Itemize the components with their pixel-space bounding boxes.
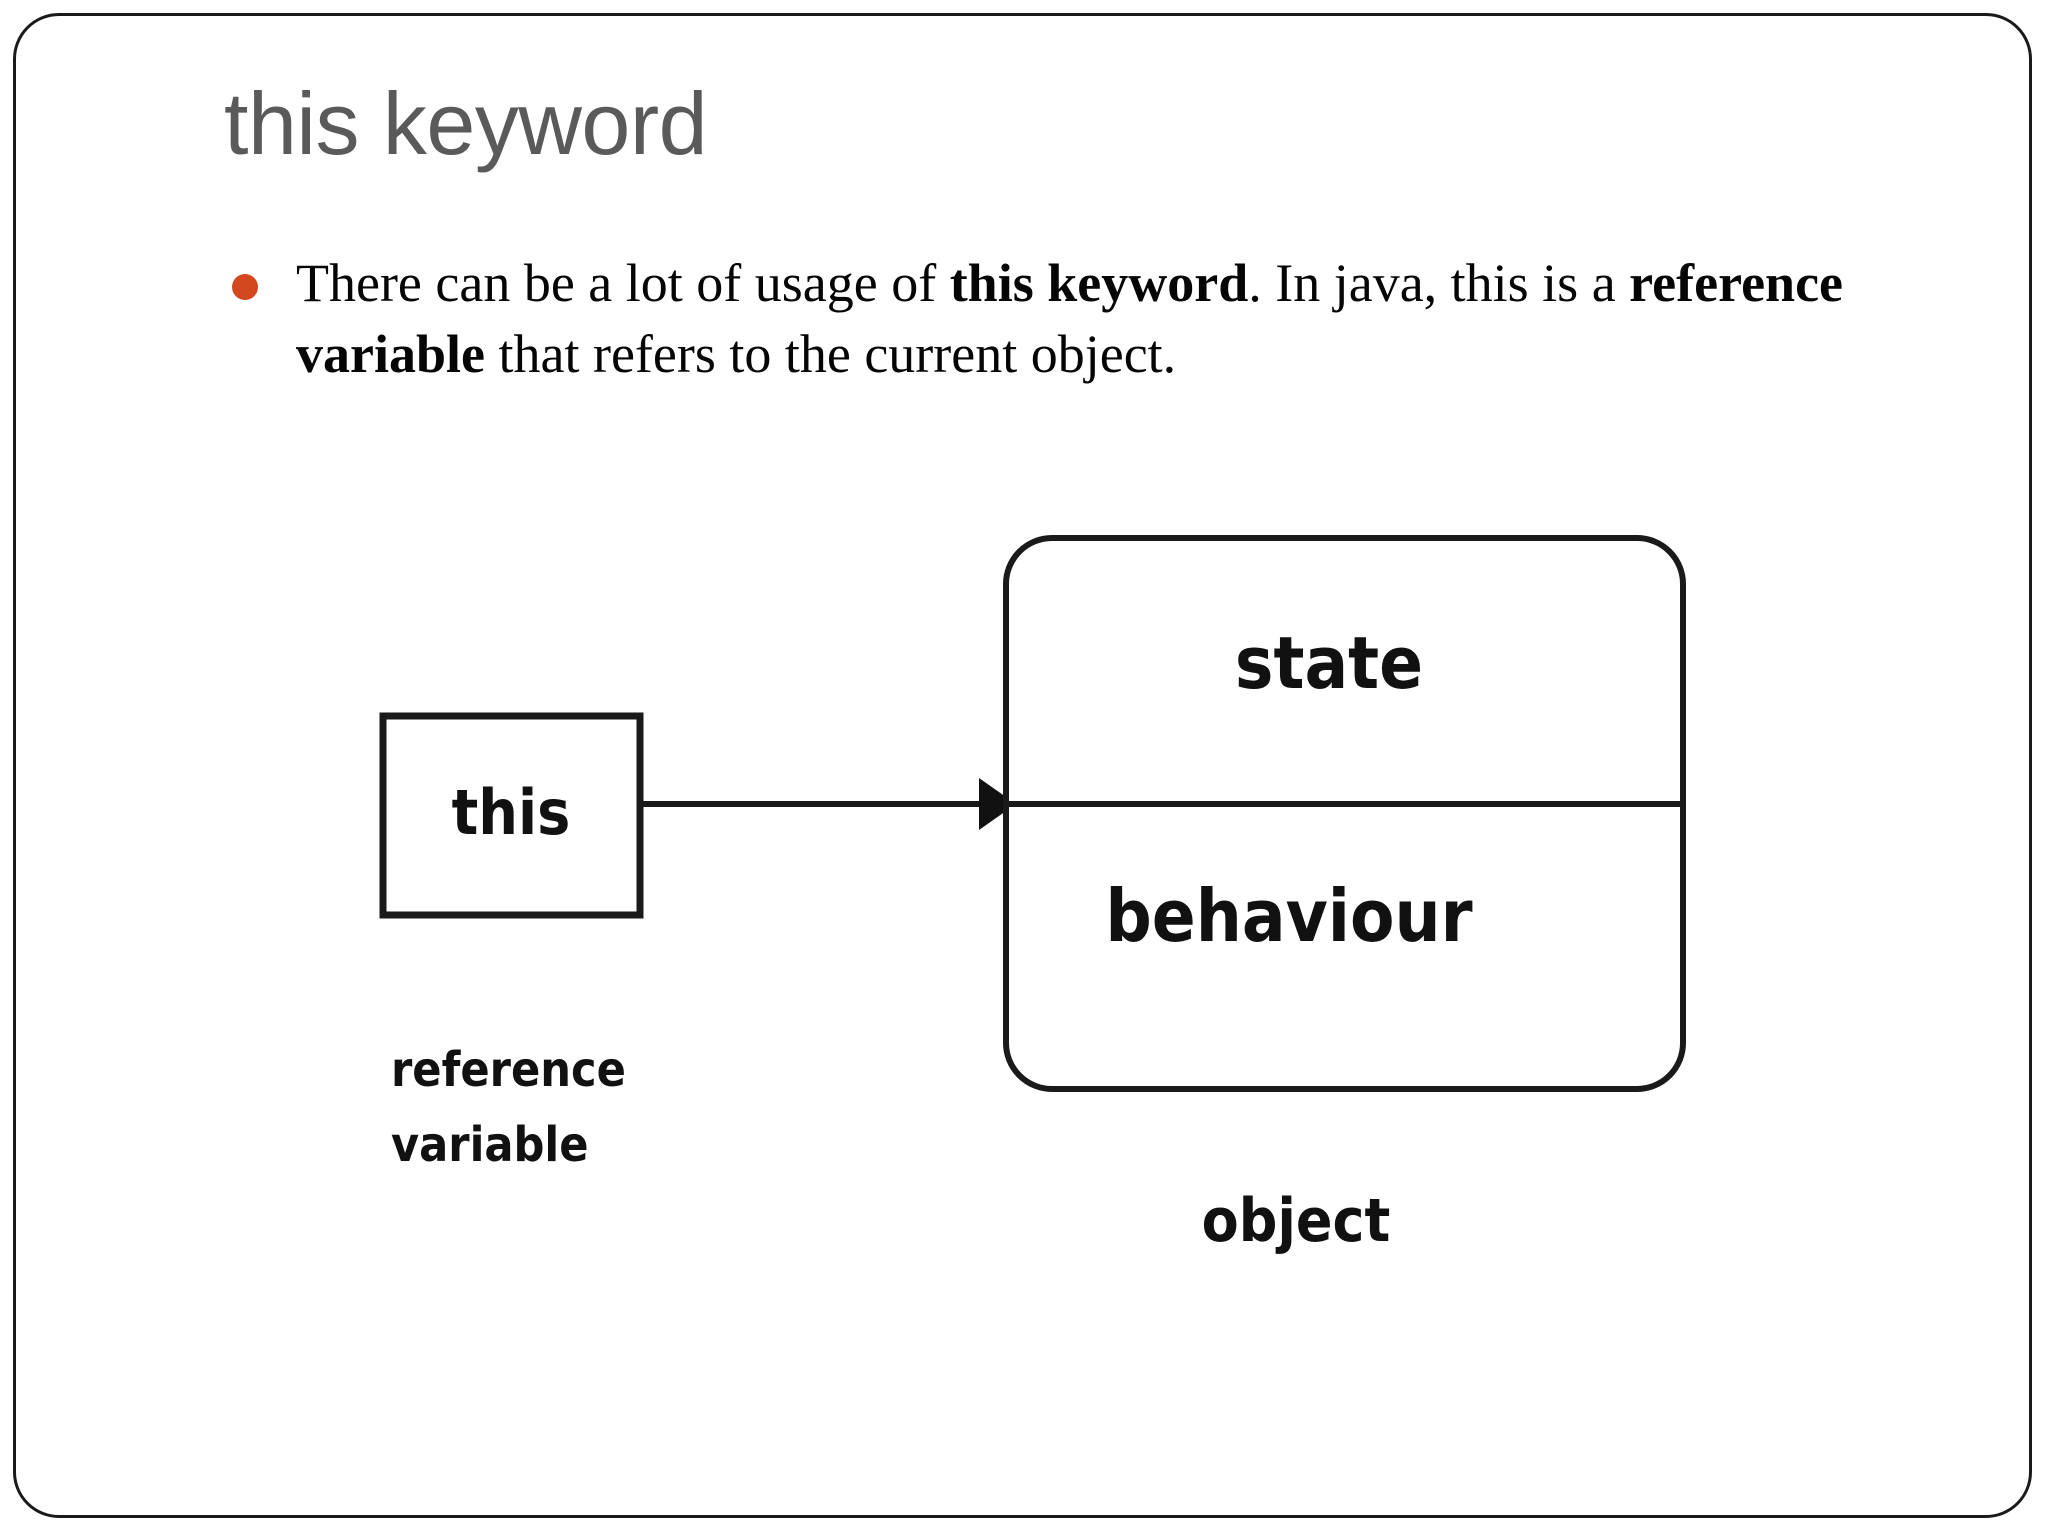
bullet-segment-2-bold: this keyword — [949, 253, 1249, 313]
bullet-text: There can be a lot of usage of this keyw… — [296, 248, 1904, 391]
reference-box-label: this — [452, 776, 571, 849]
reference-variable-box — [379, 712, 644, 919]
reference-variable-caption-line1: reference — [391, 1042, 626, 1098]
object-behaviour-label: behaviour — [1105, 874, 1472, 958]
bullet-segment-1: There can be a lot of usage of — [296, 253, 950, 313]
page-title: this keyword — [224, 74, 708, 173]
bullet-list-item: There can be a lot of usage of this keyw… — [224, 248, 1904, 391]
reference-variable-caption-line2: variable — [391, 1117, 589, 1173]
bullet-segment-5: that refers to the current object. — [484, 324, 1177, 385]
arrow-head-icon — [979, 778, 1016, 830]
this-keyword-diagram: this reference variable state behaviour … — [16, 16, 2035, 1521]
object-box — [1003, 535, 1686, 1092]
object-state-label: state — [1235, 621, 1423, 705]
bullet-dot-icon — [232, 274, 258, 300]
slide-frame: this keyword There can be a lot of usage… — [13, 13, 2032, 1518]
bullet-segment-3: . In java, this is a — [1248, 253, 1630, 313]
object-caption: object — [1202, 1186, 1391, 1256]
bullet-segment-4-bold: reference variable — [296, 253, 1844, 385]
